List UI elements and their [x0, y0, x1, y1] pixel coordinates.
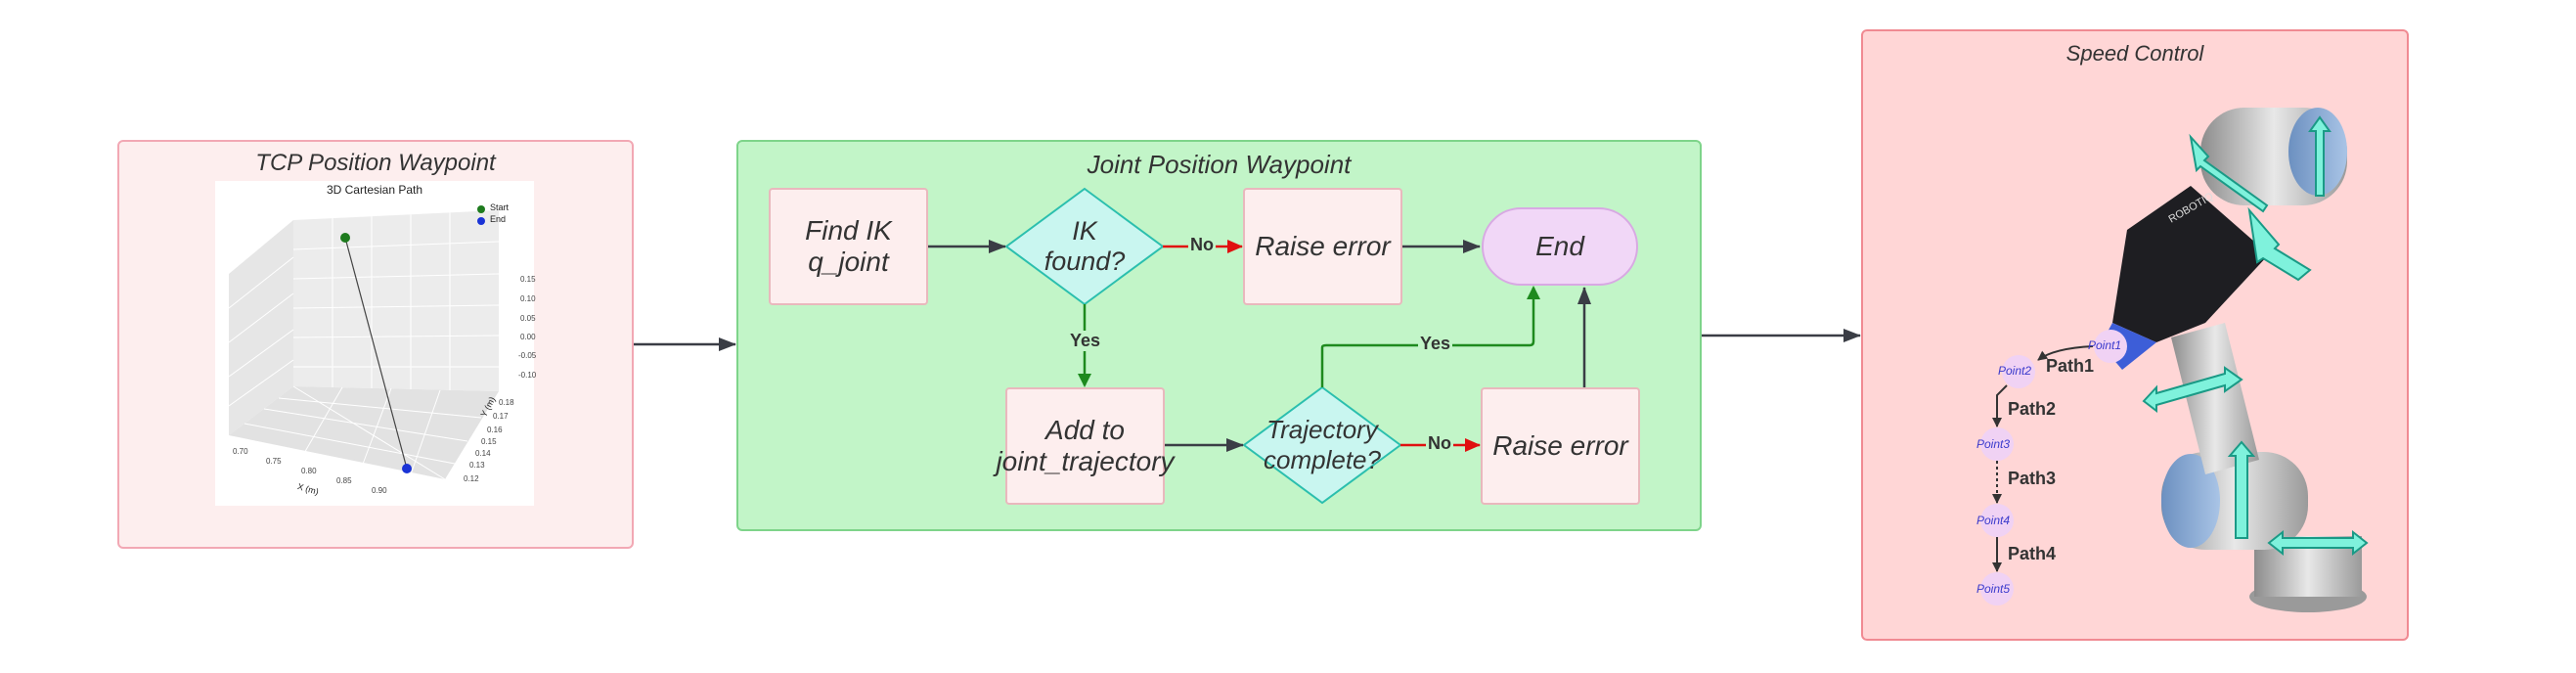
y-tick: 0.12: [464, 474, 479, 483]
point4-label: Point4: [1976, 514, 2011, 527]
y-tick: 0.16: [487, 426, 503, 434]
plot3d-grid: [228, 212, 500, 480]
point3-circle: [1980, 427, 2014, 461]
point4-circle: [1980, 504, 2014, 537]
ik-found-label-box: IK found?: [1016, 207, 1153, 286]
point5-circle: [1980, 572, 2014, 606]
plot3d-figure: 3D Cartesian Path: [215, 181, 537, 506]
motion-arrow-elbow-diagonal: [2189, 133, 2269, 213]
point1-label: Point1: [2088, 338, 2122, 352]
point2-circle: [2002, 355, 2035, 388]
waypoint-circles: [1980, 330, 2127, 606]
z-tick: -0.05: [518, 351, 537, 360]
trajectory-complete-label: Trajectory complete?: [1264, 415, 1381, 474]
joint-panel-title: Joint Position Waypoint: [1087, 150, 1352, 179]
z-tick: 0.05: [520, 314, 536, 323]
find-ik-label: Find IK q_joint: [805, 215, 892, 277]
path2-arrow: [1992, 384, 2008, 427]
plot3d-floor: [229, 386, 499, 479]
x-tick: 0.70: [233, 447, 248, 456]
motion-arrow-shoulder-vertical: [2227, 440, 2256, 539]
y-tick: 0.13: [469, 461, 485, 470]
raise-error-label-2: Raise error: [1492, 430, 1628, 461]
motion-arrow-base-horizontal: [2267, 529, 2369, 557]
z-tick: 0.00: [520, 333, 536, 341]
legend-start-label: Start: [490, 202, 510, 212]
x-tick: 0.90: [372, 486, 387, 495]
z-tick: -0.10: [518, 371, 537, 380]
z-tick: 0.10: [520, 294, 536, 303]
speed-panel-title: Speed Control: [2065, 41, 2204, 66]
path3-label: Path3: [2008, 469, 2057, 488]
y-tick: 0.18: [499, 398, 514, 407]
robot-gripper: [2112, 186, 2269, 342]
x-tick: 0.80: [301, 467, 317, 475]
raise-error-label-1: Raise error: [1255, 231, 1391, 261]
end-label: End: [1535, 231, 1584, 261]
find-ik-node: Find IK q_joint: [769, 188, 928, 305]
end-node: End: [1482, 207, 1638, 286]
path4-label: Path4: [2008, 544, 2057, 563]
yes-label-1: Yes: [1068, 331, 1103, 351]
legend-end-label: End: [490, 214, 507, 224]
path1-label: Path1: [2046, 356, 2095, 376]
add-trajectory-node: Add to joint_trajectory: [996, 387, 1175, 505]
ik-found-label: IK found?: [1044, 216, 1126, 276]
x-tick: 0.85: [336, 476, 352, 485]
plot3d-canvas: [228, 205, 500, 480]
y-tick: 0.17: [493, 412, 509, 421]
motion-arrow-wrist-diagonal: [2247, 206, 2312, 282]
raise-error-node-1: Raise error: [1243, 188, 1402, 305]
trajectory-complete-diamond: [1242, 385, 1402, 505]
plot3d-end-point: [402, 464, 412, 473]
point5-label: Point5: [1976, 582, 2011, 596]
point2-label: Point2: [1998, 364, 2032, 378]
motion-arrow-forearm: [2142, 366, 2243, 414]
tcp-panel-title: TCP Position Waypoint: [255, 150, 496, 176]
motion-arrow-elbow-vertical: [2308, 115, 2332, 197]
legend-end-marker: [477, 217, 485, 225]
yes-label-2: Yes: [1418, 334, 1453, 354]
robot-shoulder-cap: [2161, 454, 2220, 548]
legend-start-marker: [477, 205, 485, 213]
plot3d-title: 3D Cartesian Path: [326, 183, 423, 197]
plot3d-back-wall: [293, 210, 499, 391]
raise-error-node-2: Raise error: [1481, 387, 1640, 505]
path2-label: Path2: [2008, 399, 2057, 419]
x-tick: 0.75: [266, 457, 282, 466]
z-tick: 0.15: [520, 275, 536, 284]
robot-lower-arm: [2171, 323, 2259, 474]
path1-arrow: [2037, 345, 2094, 361]
y-tick: 0.14: [475, 449, 491, 458]
motion-arrows: [2142, 115, 2369, 557]
plot3d-path-line: [344, 237, 408, 470]
point1-circle: [2094, 330, 2127, 363]
y-tick: 0.15: [481, 437, 497, 446]
no-label-2: No: [1426, 433, 1453, 454]
plot3d-start-point: [340, 233, 350, 243]
point3-label: Point3: [1976, 437, 2011, 451]
no-label-1: No: [1188, 235, 1216, 255]
trajectory-complete-label-box: Trajectory complete?: [1244, 406, 1400, 484]
plot3d-left-wall: [229, 220, 293, 435]
add-trajectory-label: Add to joint_trajectory: [996, 415, 1175, 476]
